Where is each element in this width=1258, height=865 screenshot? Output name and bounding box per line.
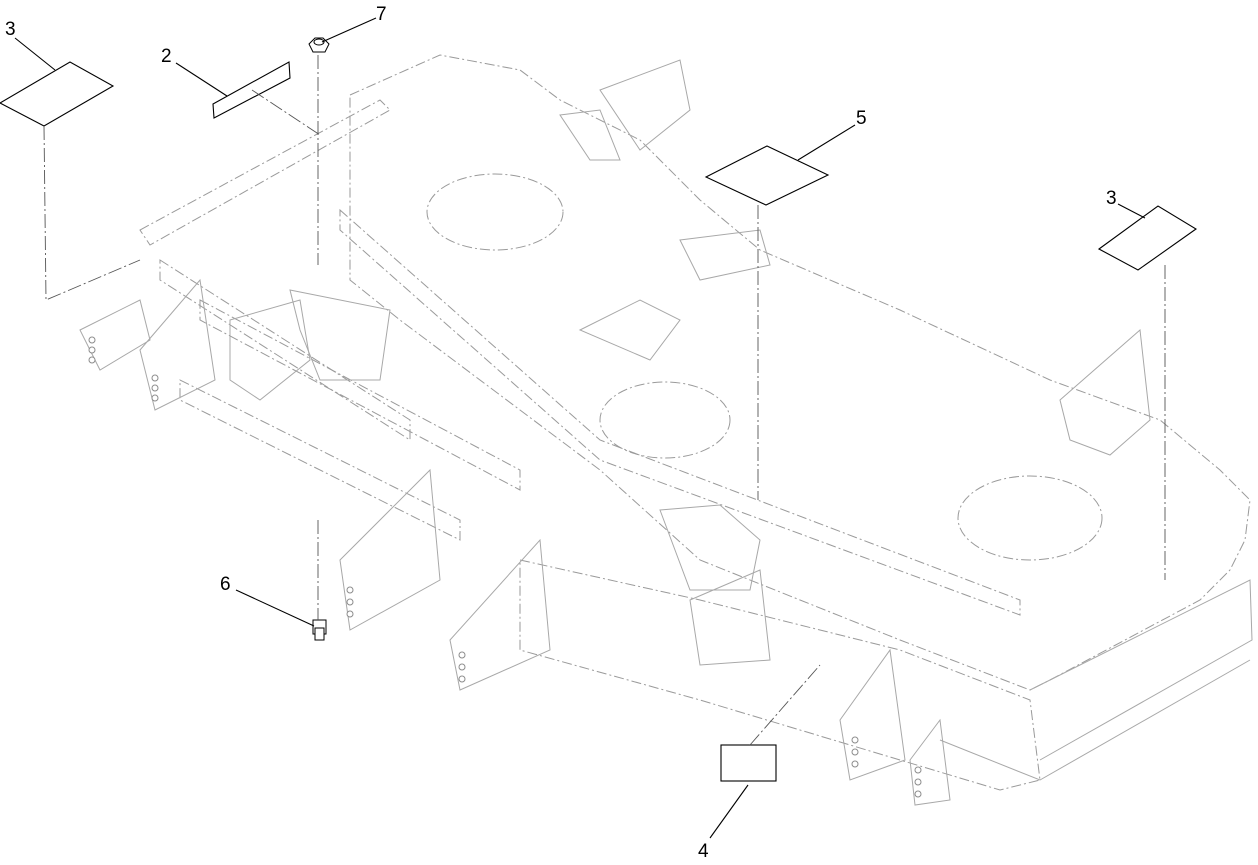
bracket-holes <box>88 336 922 798</box>
carriage-bolt-6 <box>312 619 327 641</box>
decal-3-left <box>0 61 115 127</box>
callout-leaders <box>14 17 1146 839</box>
decal-3-right <box>1097 205 1198 271</box>
callout-3-left-label: 3 <box>5 19 16 40</box>
callout-2-label: 2 <box>161 46 172 67</box>
decal-2 <box>212 61 291 119</box>
callout-5-label: 5 <box>856 108 867 129</box>
callout-labels: 3 2 7 5 3 6 4 <box>5 4 1117 862</box>
decal-5 <box>704 145 830 206</box>
callout-7-label: 7 <box>376 4 387 25</box>
callout-4-label: 4 <box>698 841 709 862</box>
mower-deck-ghost-outline <box>79 54 1253 806</box>
decal-4 <box>720 744 777 782</box>
callout-6-label: 6 <box>220 574 231 595</box>
callout-3-right-label: 3 <box>1106 188 1117 209</box>
installation-centerlines <box>43 55 1166 746</box>
